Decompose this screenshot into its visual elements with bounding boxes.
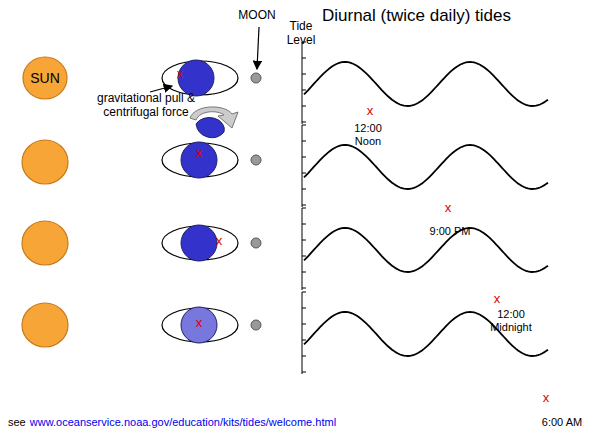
sun-circle: SUN [22,56,68,100]
red-x-mark: x [443,201,453,216]
time-label: 12:00 Midnight [476,308,546,333]
note-text: see [8,416,26,429]
rotation-arrow [190,107,238,138]
force-label: gravitational pull & centrifugal force [80,92,212,120]
red-x-mark: x [365,104,375,119]
red-x-mark: x [175,67,185,82]
time-label: 12:00 Noon [340,122,396,147]
time-label: 9:00 PM [418,225,482,238]
moon-label: MOON [232,9,282,23]
source-url: www.oceanservice.noaa.gov/education/kits… [30,416,336,429]
moon-dot [251,73,261,330]
sun-label: SUN [30,70,60,86]
tide-graph [302,42,548,374]
diagram-title: Diurnal (twice daily) tides [322,6,590,26]
red-x-mark: x [214,234,224,249]
sun-circle [22,140,68,347]
red-x-mark: x [194,316,204,331]
red-x-mark: x [492,292,502,307]
red-x-mark: x [194,146,204,161]
time-label: 6:00 AM [534,416,590,429]
moon-leader [257,27,259,69]
axis-label: Tide Level [280,20,322,48]
red-x-mark: x [541,391,551,406]
